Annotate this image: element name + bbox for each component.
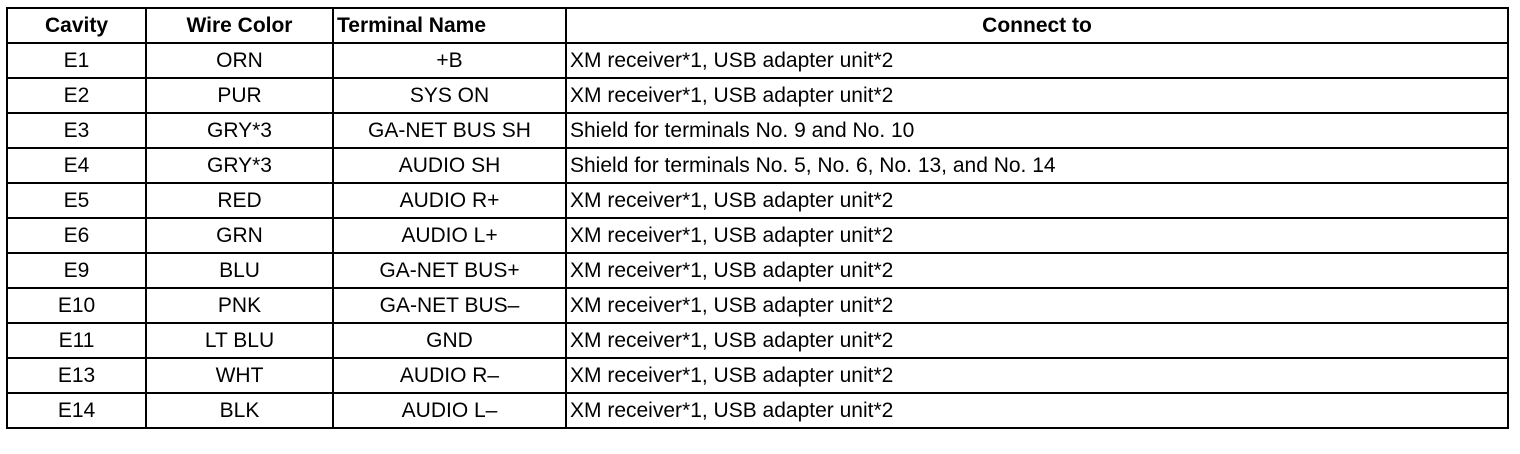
table-row: E13 WHT AUDIO R– XM receiver*1, USB adap…: [6, 357, 1509, 394]
connect-to-cell: XM receiver*1, USB adapter unit*2: [565, 322, 1509, 359]
terminal-name-cell: GA-NET BUS SH: [332, 112, 567, 149]
wire-color-cell: ORN: [145, 42, 334, 79]
terminal-name-cell: AUDIO SH: [332, 147, 567, 184]
cavity-cell: E11: [6, 322, 147, 359]
wire-color-cell: GRY*3: [145, 112, 334, 149]
cavity-cell: E3: [6, 112, 147, 149]
connect-to-cell: XM receiver*1, USB adapter unit*2: [565, 287, 1509, 324]
wire-color-cell: PUR: [145, 77, 334, 114]
terminal-name-cell: AUDIO L+: [332, 217, 567, 254]
wire-color-cell: RED: [145, 182, 334, 219]
connect-to-cell: Shield for terminals No. 5, No. 6, No. 1…: [565, 147, 1509, 184]
terminal-name-cell: AUDIO R+: [332, 182, 567, 219]
connect-to-cell: XM receiver*1, USB adapter unit*2: [565, 392, 1509, 429]
terminal-name-cell: AUDIO R–: [332, 357, 567, 394]
table-header-row: Cavity Wire Color Terminal Name Connect …: [6, 7, 1509, 44]
connect-to-cell: XM receiver*1, USB adapter unit*2: [565, 217, 1509, 254]
connect-to-cell: XM receiver*1, USB adapter unit*2: [565, 252, 1509, 289]
cavity-cell: E1: [6, 42, 147, 79]
table-row: E6 GRN AUDIO L+ XM receiver*1, USB adapt…: [6, 217, 1509, 254]
connector-pinout-table: Cavity Wire Color Terminal Name Connect …: [6, 7, 1509, 429]
cavity-cell: E5: [6, 182, 147, 219]
cavity-cell: E6: [6, 217, 147, 254]
wire-color-cell: LT BLU: [145, 322, 334, 359]
table-row: E1 ORN +B XM receiver*1, USB adapter uni…: [6, 42, 1509, 79]
terminal-name-cell: GND: [332, 322, 567, 359]
table-row: E5 RED AUDIO R+ XM receiver*1, USB adapt…: [6, 182, 1509, 219]
terminal-name-cell: AUDIO L–: [332, 392, 567, 429]
wire-color-cell: BLK: [145, 392, 334, 429]
connect-to-cell: XM receiver*1, USB adapter unit*2: [565, 357, 1509, 394]
cavity-cell: E2: [6, 77, 147, 114]
connect-to-cell: XM receiver*1, USB adapter unit*2: [565, 42, 1509, 79]
connect-to-cell: XM receiver*1, USB adapter unit*2: [565, 77, 1509, 114]
wire-color-cell: GRY*3: [145, 147, 334, 184]
connect-to-column-header: Connect to: [565, 7, 1509, 44]
table-row: E10 PNK GA-NET BUS– XM receiver*1, USB a…: [6, 287, 1509, 324]
table-row: E2 PUR SYS ON XM receiver*1, USB adapter…: [6, 77, 1509, 114]
connect-to-cell: Shield for terminals No. 9 and No. 10: [565, 112, 1509, 149]
terminal-name-cell: GA-NET BUS+: [332, 252, 567, 289]
table-row: E3 GRY*3 GA-NET BUS SH Shield for termin…: [6, 112, 1509, 149]
wire-color-cell: GRN: [145, 217, 334, 254]
wire-color-cell: WHT: [145, 357, 334, 394]
table-row: E9 BLU GA-NET BUS+ XM receiver*1, USB ad…: [6, 252, 1509, 289]
wire-color-cell: PNK: [145, 287, 334, 324]
terminal-name-cell: GA-NET BUS–: [332, 287, 567, 324]
cavity-cell: E13: [6, 357, 147, 394]
cavity-cell: E4: [6, 147, 147, 184]
terminal-name-column-header: Terminal Name: [332, 7, 567, 44]
table-row: E14 BLK AUDIO L– XM receiver*1, USB adap…: [6, 392, 1509, 429]
terminal-name-cell: +B: [332, 42, 567, 79]
cavity-cell: E10: [6, 287, 147, 324]
cavity-cell: E14: [6, 392, 147, 429]
cavity-column-header: Cavity: [6, 7, 147, 44]
cavity-cell: E9: [6, 252, 147, 289]
connect-to-cell: XM receiver*1, USB adapter unit*2: [565, 182, 1509, 219]
table-row: E11 LT BLU GND XM receiver*1, USB adapte…: [6, 322, 1509, 359]
wire-color-column-header: Wire Color: [145, 7, 334, 44]
wire-color-cell: BLU: [145, 252, 334, 289]
table-row: E4 GRY*3 AUDIO SH Shield for terminals N…: [6, 147, 1509, 184]
terminal-name-cell: SYS ON: [332, 77, 567, 114]
